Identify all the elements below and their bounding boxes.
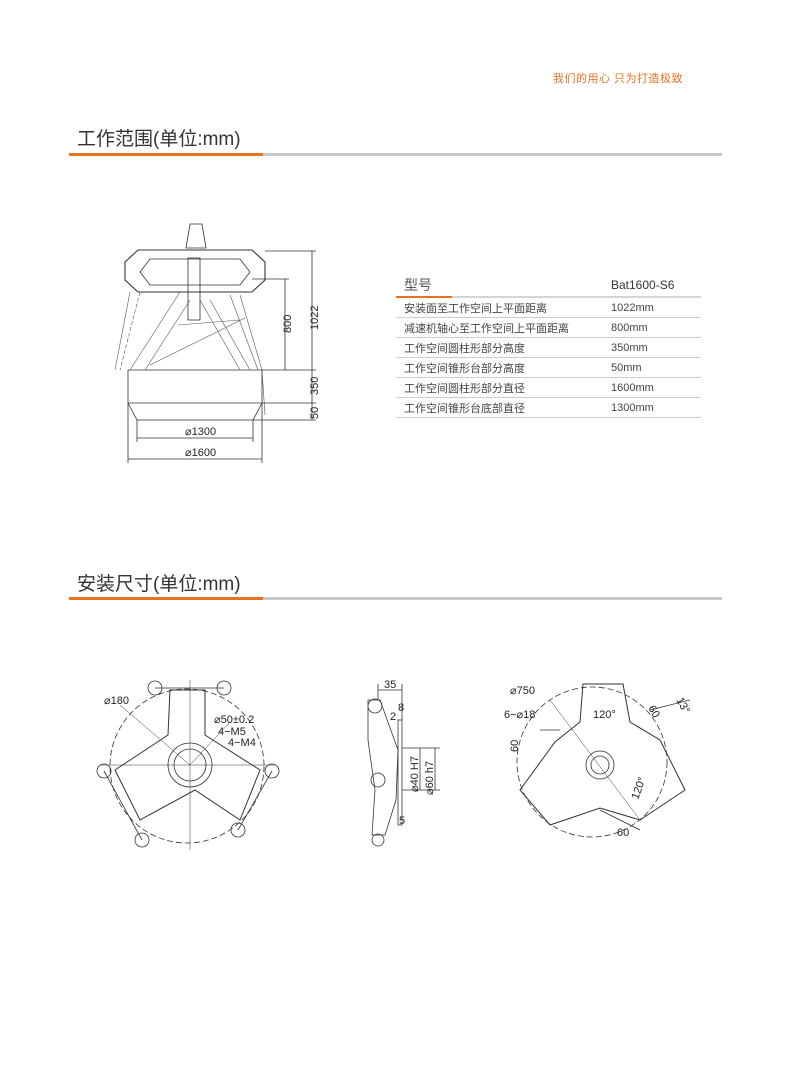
- row-value: 350mm: [611, 341, 648, 354]
- dim-800: 800: [282, 315, 294, 333]
- row-label: 工作空间圆柱形部分直径: [404, 382, 525, 395]
- spec-header-value: Bat1600-S6: [611, 278, 675, 292]
- angle-13: 13°: [673, 696, 692, 716]
- mount-side-drawing: [367, 684, 440, 847]
- table-row: 工作空间锥形台部分高度 50mm: [396, 358, 701, 378]
- row-label: 减速机轴心至工作空间上平面距离: [404, 322, 569, 335]
- dim-60-left: 60: [509, 740, 521, 752]
- row-label: 工作空间锥形台部分高度: [404, 362, 525, 375]
- dim-60-bottom: 60: [617, 827, 629, 839]
- workspace-drawing: [114, 223, 316, 463]
- mount-base-drawing: [516, 683, 691, 838]
- row-label: 工作空间锥形台底部直径: [404, 402, 525, 415]
- dim-35: 35: [384, 679, 396, 691]
- section-divider: [69, 153, 722, 156]
- section-divider: [69, 597, 722, 600]
- dim-1022: 1022: [309, 306, 321, 330]
- dim-d750: ⌀750: [510, 685, 535, 697]
- dim-60-top: 60: [645, 704, 662, 721]
- dim-2: 2: [390, 711, 396, 723]
- spec-header-key: 型号: [404, 277, 432, 293]
- label-4-m5: 4−M5: [218, 726, 246, 738]
- table-row: 工作空间锥形台底部直径 1300mm: [396, 398, 701, 418]
- header-slogan: 我们的用心 只为打造极致: [553, 73, 684, 85]
- dim-5: 5: [399, 815, 405, 827]
- table-row: 减速机轴心至工作空间上平面距离 800mm: [396, 318, 701, 338]
- row-value: 1300mm: [611, 401, 654, 414]
- spec-table: 型号 Bat1600-S6 安装面至工作空间上平面距离 1022mm 减速机轴心至…: [396, 274, 701, 418]
- angle-120-right: 120°: [630, 776, 649, 801]
- dim-d40: ⌀40 H7: [409, 756, 421, 792]
- dim-d50: ⌀50±0.2: [214, 714, 254, 726]
- row-label: 工作空间圆柱形部分高度: [404, 342, 525, 355]
- row-value: 800mm: [611, 321, 648, 334]
- dim-d1600: ⌀1600: [185, 447, 216, 459]
- dim-350: 350: [309, 377, 321, 395]
- row-value: 1600mm: [611, 381, 654, 394]
- angle-120-top: 120°: [593, 709, 616, 721]
- table-row: 安装面至工作空间上平面距离 1022mm: [396, 298, 701, 318]
- dim-8: 8: [398, 702, 404, 714]
- label-4-m4: 4−M4: [228, 737, 256, 749]
- mount-top-drawing: [96, 680, 280, 850]
- dim-d180: ⌀180: [104, 695, 129, 707]
- row-value: 1022mm: [611, 301, 654, 314]
- label-6-d18: 6−⌀18: [504, 709, 535, 721]
- table-row: 工作空间圆柱形部分直径 1600mm: [396, 378, 701, 398]
- row-value: 50mm: [611, 361, 642, 374]
- dim-d1300: ⌀1300: [185, 426, 216, 438]
- table-row: 工作空间圆柱形部分高度 350mm: [396, 338, 701, 358]
- section-title-work-range: 工作范围(单位:mm): [77, 129, 241, 150]
- row-label: 安装面至工作空间上平面距离: [404, 302, 547, 315]
- dim-50: 50: [309, 407, 321, 419]
- spec-table-header: 型号 Bat1600-S6: [396, 274, 701, 298]
- section-title-mounting: 安装尺寸(单位:mm): [77, 574, 241, 595]
- dim-d60: ⌀60 h7: [424, 761, 436, 795]
